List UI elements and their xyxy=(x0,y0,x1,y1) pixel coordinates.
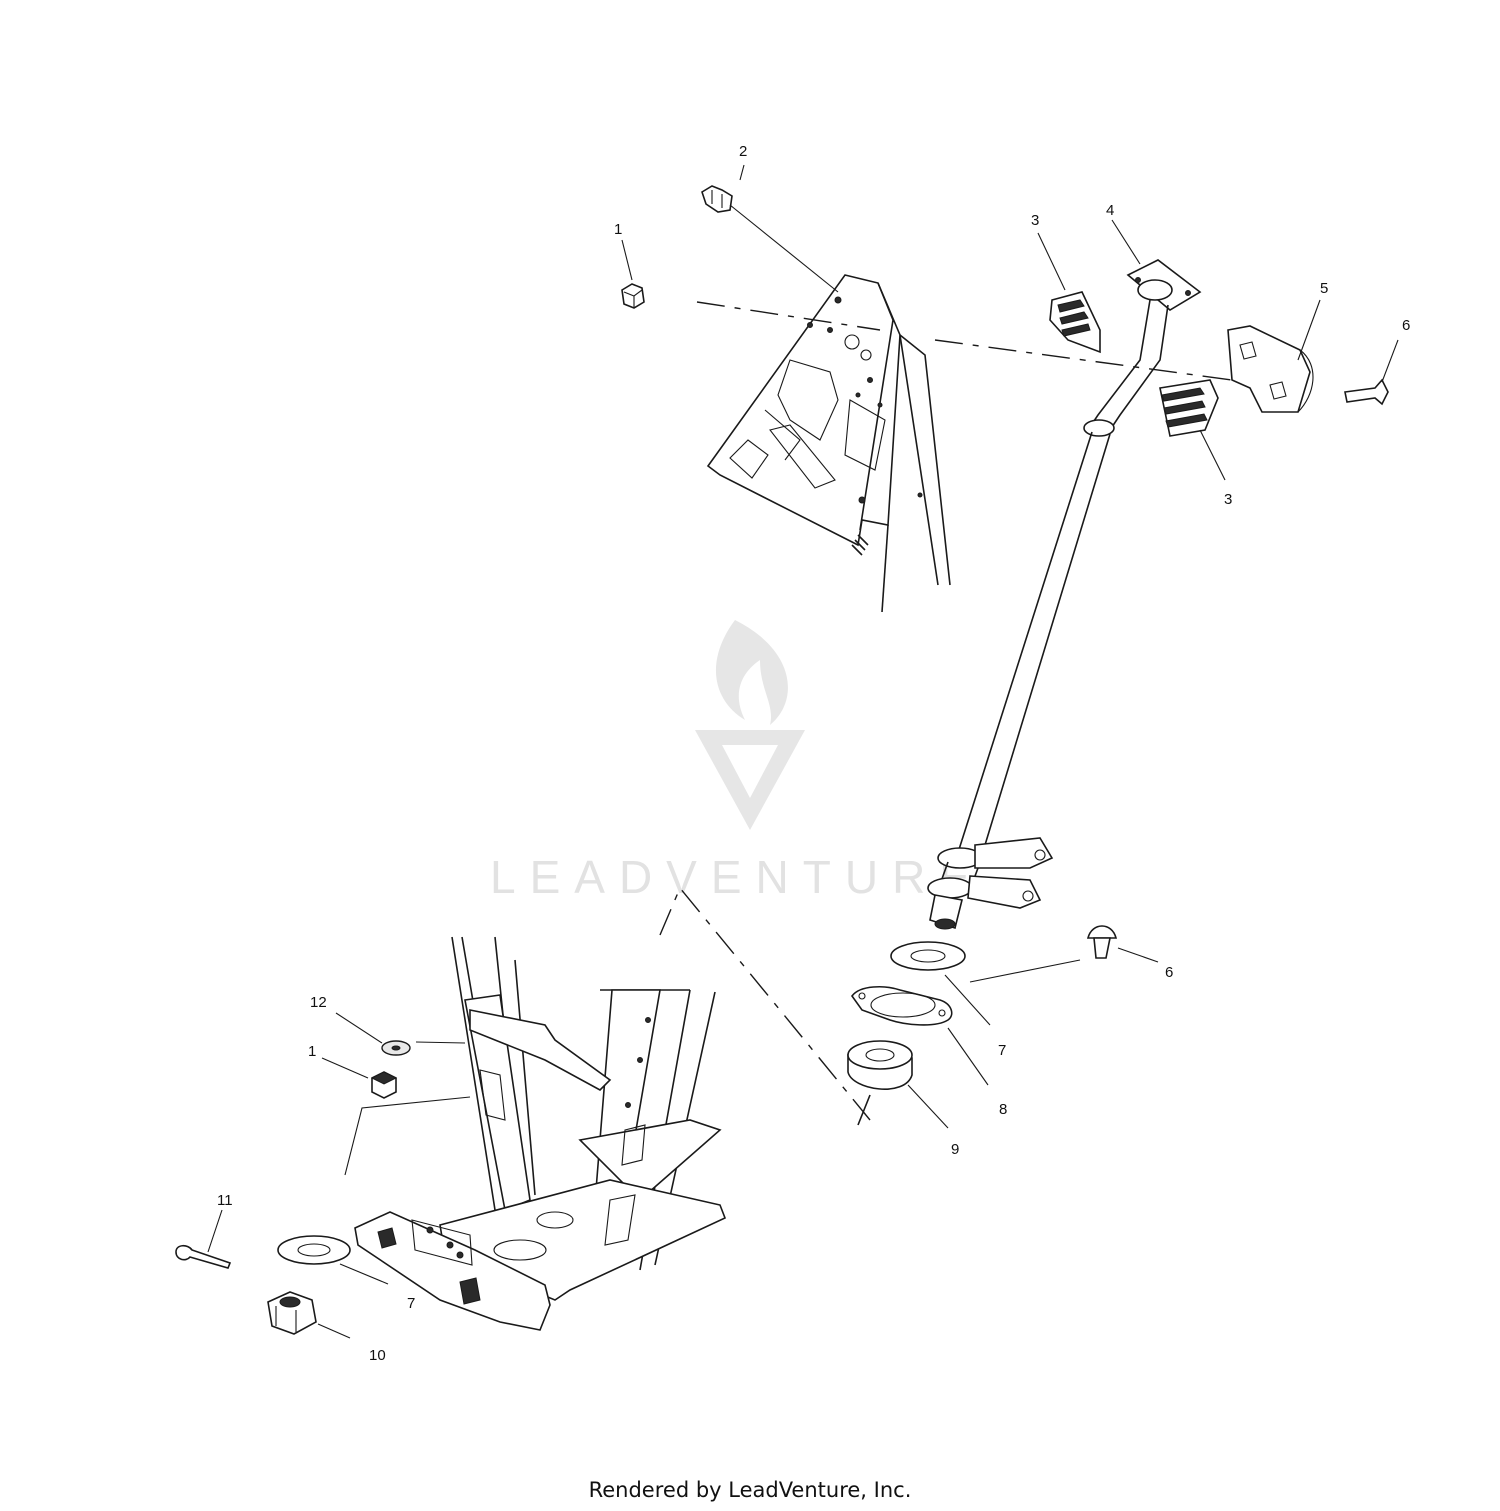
callout-4: 4 xyxy=(1106,202,1114,219)
washer-12 xyxy=(381,1040,411,1056)
callout-6-lower: 6 xyxy=(1165,964,1173,981)
callout-1-lower: 1 xyxy=(308,1043,316,1060)
leadventure-watermark: LEADVENTURE xyxy=(490,620,984,903)
callout-6-top: 6 xyxy=(1402,317,1410,334)
callout-1-top: 1 xyxy=(614,221,622,238)
plug-bolt-2 xyxy=(701,185,733,213)
callout-2: 2 xyxy=(739,143,747,160)
washer-7-upper xyxy=(890,941,966,971)
assembly-lines xyxy=(659,301,1233,1126)
hex-nut-1-top xyxy=(621,283,645,309)
callout-5: 5 xyxy=(1320,280,1328,297)
callout-labels: 1 2 3 4 5 6 3 6 7 8 9 12 1 11 7 10 xyxy=(217,143,1410,1364)
callout-9: 9 xyxy=(951,1141,959,1158)
bushing-3-upper xyxy=(1049,291,1101,354)
washer-7-lower xyxy=(277,1235,351,1265)
callout-7-lower: 7 xyxy=(407,1295,415,1312)
bearing-9 xyxy=(847,1040,913,1090)
callout-7-upper: 7 xyxy=(998,1042,1006,1059)
callout-11: 11 xyxy=(217,1192,233,1209)
callout-12: 12 xyxy=(310,994,327,1011)
carriage-bolt-6-lower xyxy=(1086,925,1118,959)
steering-post-4 xyxy=(927,259,1202,930)
castle-nut-10 xyxy=(267,1291,317,1335)
callout-8: 8 xyxy=(999,1101,1007,1118)
callout-3-lower: 3 xyxy=(1224,491,1232,508)
hex-nut-1-lower xyxy=(370,1071,398,1099)
footer-credit: Rendered by LeadVenture, Inc. xyxy=(588,1478,912,1502)
lower-frame xyxy=(354,936,727,1331)
callout-3-upper: 3 xyxy=(1031,212,1039,229)
dash-panel-bracket xyxy=(706,274,951,613)
clamp-5 xyxy=(1227,325,1314,413)
callout-10: 10 xyxy=(369,1347,386,1364)
carriage-bolt-6-top xyxy=(1344,378,1389,406)
watermark-text: LEADVENTURE xyxy=(490,851,984,903)
bushing-3-lower xyxy=(1159,379,1219,437)
cotter-pin-11 xyxy=(175,1244,232,1269)
bearing-flange-8 xyxy=(851,986,953,1026)
leader-lines xyxy=(207,164,1399,1339)
